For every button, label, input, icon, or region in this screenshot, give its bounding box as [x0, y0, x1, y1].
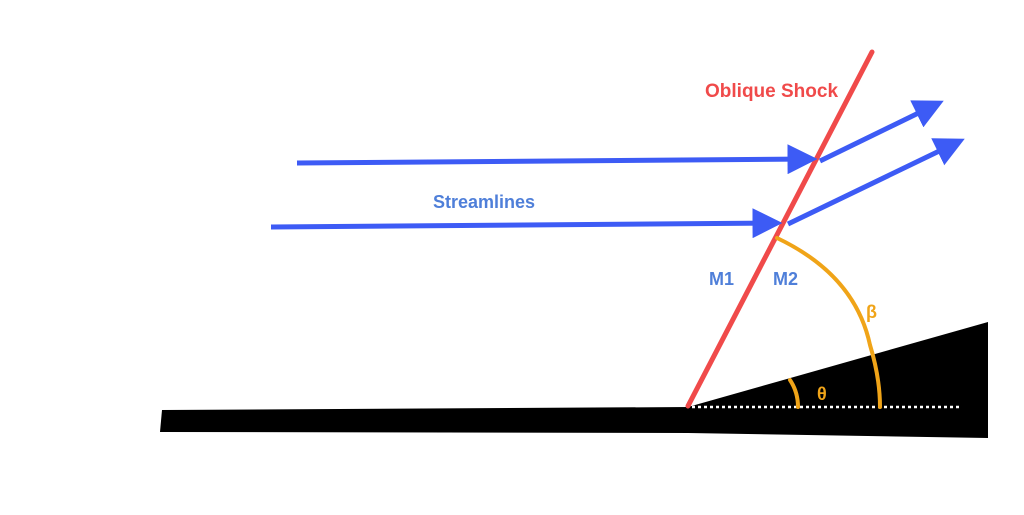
streamline-upstream-bottom — [270, 208, 783, 239]
streamlines-label: Streamlines — [433, 192, 535, 212]
flat-plate — [160, 407, 690, 433]
wave-angle-label: β — [866, 302, 877, 322]
oblique-shock-label: Oblique Shock — [705, 81, 838, 102]
upstream-mach-label: M1 — [709, 269, 734, 289]
oblique-shock-line — [685, 49, 875, 409]
deflection-angle-arc — [788, 378, 800, 409]
wave-angle-arc — [775, 236, 882, 409]
streamline-upstream-top — [296, 144, 818, 175]
streamline-downstream-top — [818, 100, 944, 164]
streamline-downstream-bottom — [786, 138, 965, 227]
deflection-angle-label: θ — [817, 384, 827, 404]
wedge — [688, 322, 988, 438]
downstream-mach-label: M2 — [773, 269, 798, 289]
